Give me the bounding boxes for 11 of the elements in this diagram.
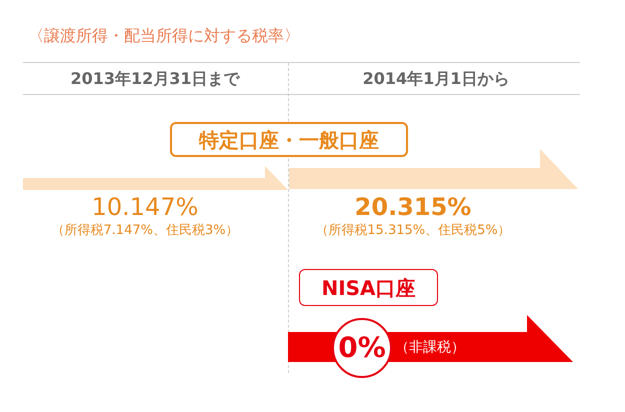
rate-breakdown: （所得税15.315%、住民税5%） [315, 224, 511, 238]
account-type-label: 特定口座・一般口座 [170, 122, 408, 157]
account-type-label: NISA口座 [299, 269, 438, 306]
period-header: 2014年1月1日から [362, 70, 510, 88]
rate-circle: 0% [332, 318, 392, 378]
section-title: 〈譲渡所得・配当所得に対する税率〉 [28, 27, 300, 45]
tax-exempt-note: （非課税） [395, 340, 465, 356]
tax-rate: 20.315% [354, 194, 472, 220]
tax-rate: 10.147% [92, 194, 198, 220]
rate-breakdown: （所得税7.147%、住民税3%） [51, 224, 239, 238]
period-header: 2013年12月31日まで [70, 70, 240, 88]
